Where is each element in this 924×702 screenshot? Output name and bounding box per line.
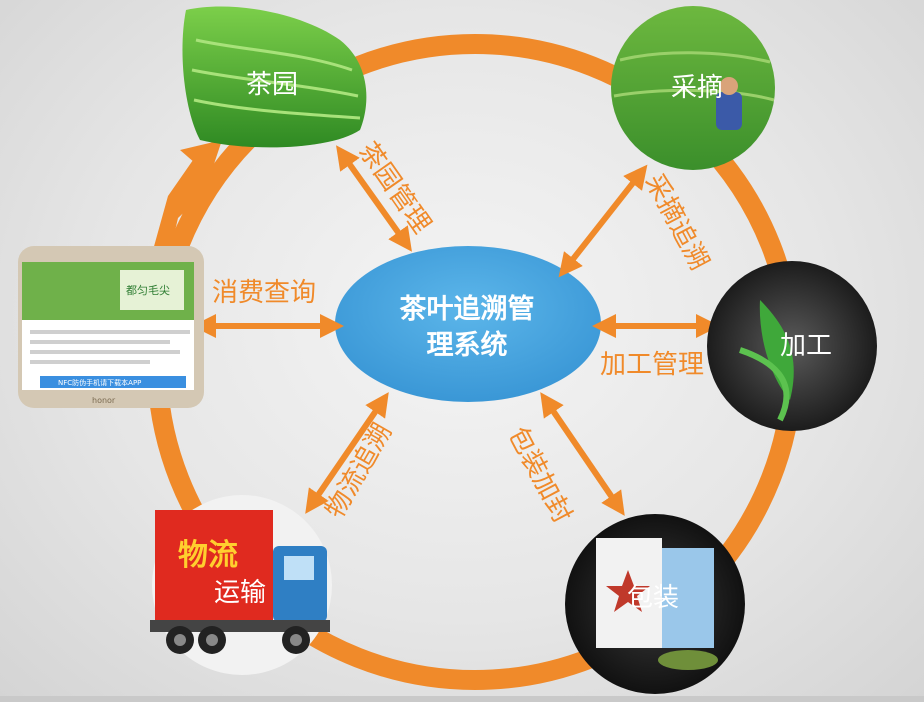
- ring-arrow-to-garden: [148, 140, 222, 270]
- connector-packaging: [540, 392, 625, 516]
- phone-banner-text: 都匀毛尖: [126, 284, 170, 297]
- connector-logistics: [305, 392, 389, 514]
- picking-image: [611, 6, 775, 170]
- bottom-bar: [0, 696, 924, 702]
- center-title-line1: 茶叶追溯管: [400, 293, 535, 325]
- tea-garden-image: [182, 6, 367, 148]
- phone-button-text: NFC防伪手机请下载本APP: [58, 378, 141, 387]
- phone-image: 都匀毛尖 NFC防伪手机请下载本APP honor: [18, 246, 204, 408]
- connector-garden: [336, 145, 412, 252]
- flow-label-packaging: 包装加封: [502, 422, 577, 528]
- node-label-tea-garden: 茶园: [246, 70, 298, 100]
- phone-brand: honor: [92, 396, 116, 405]
- node-label-processing: 加工: [780, 331, 832, 361]
- flow-label-processing-mgmt: 加工管理: [600, 350, 704, 380]
- node-label-packaging: 包装: [627, 583, 679, 613]
- flow-label-picking-trace: 采摘追溯: [639, 169, 714, 275]
- flow-label-consumer-query: 消费查询: [212, 278, 316, 308]
- node-label-logistics-line1: 物流: [178, 538, 238, 573]
- logistics-truck-image: [150, 495, 332, 675]
- center-system-node: [335, 246, 601, 402]
- packaging-image: [565, 514, 745, 694]
- processing-image: [707, 261, 877, 431]
- center-title-line2: 理系统: [427, 329, 508, 361]
- node-label-logistics-line2: 运输: [214, 578, 266, 608]
- node-label-picking: 采摘: [671, 73, 723, 103]
- connector-picking: [558, 164, 648, 278]
